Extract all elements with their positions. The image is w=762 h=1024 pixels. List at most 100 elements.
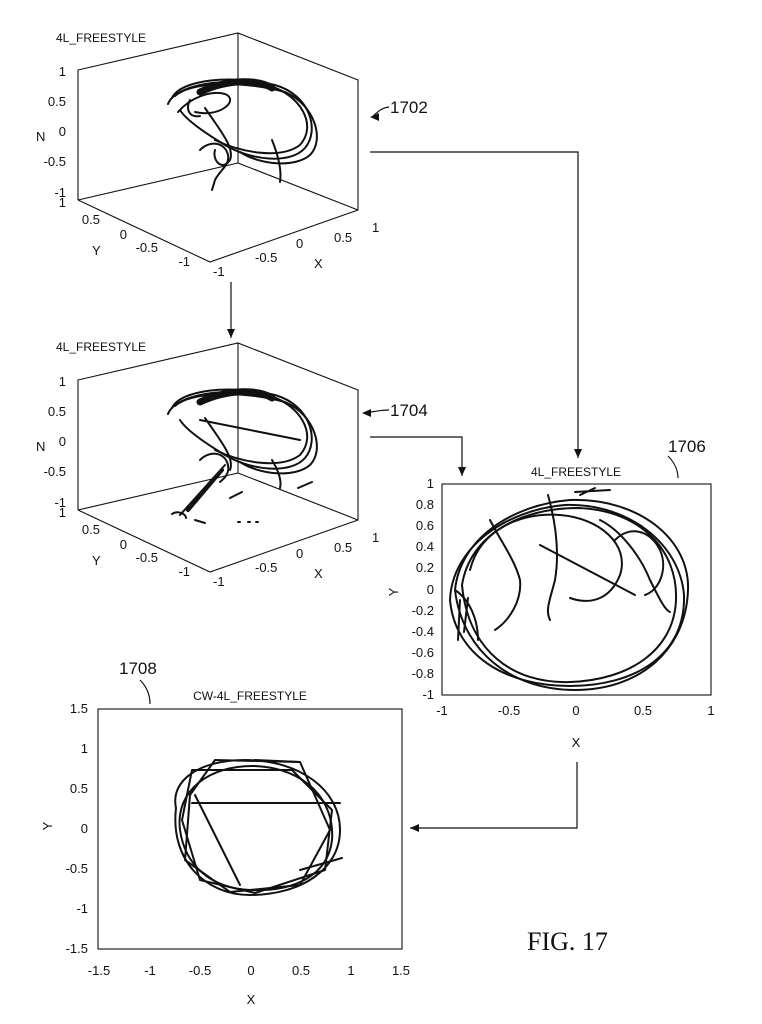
y-tick: 0.5 <box>82 522 100 537</box>
z-tick: -1 <box>54 185 66 200</box>
y-tick: 0.4 <box>416 539 434 554</box>
x-tick: 1.5 <box>392 963 410 978</box>
y-axis-label: Y <box>92 243 101 258</box>
x-tick: 0.5 <box>334 540 352 555</box>
arrowhead <box>362 409 371 417</box>
y-tick: -1 <box>178 564 190 579</box>
panel-1706-frame <box>441 483 712 696</box>
ref-1708-leader <box>139 679 151 705</box>
connector-1704-to-1706 <box>370 436 463 476</box>
ref-1708: 1708 <box>119 659 157 678</box>
y-tick: -0.8 <box>412 666 434 681</box>
panel-1706: 4L_FREESTYLE 1 0.8 0.6 0.4 0.2 0 -0.2 -0… <box>386 437 715 750</box>
ref-1706-leader <box>667 455 679 479</box>
panel-1704-trajectory <box>167 388 318 524</box>
y-tick: -1.5 <box>66 941 88 956</box>
z-tick: 1 <box>59 374 66 389</box>
connector-1702-to-1706 <box>370 151 579 458</box>
y-tick: 0 <box>81 821 88 836</box>
x-tick: -1 <box>436 703 448 718</box>
y-tick: -0.6 <box>412 645 434 660</box>
panel-1704-title: 4L_FREESTYLE <box>56 340 146 354</box>
panel-1702: 4L_FREESTYLE 1 0.5 0 -0.5 -1 N 1 0.5 0 -… <box>36 31 428 279</box>
x-tick: 1 <box>372 220 379 235</box>
z-tick: -0.5 <box>44 464 66 479</box>
arrowhead <box>227 329 235 338</box>
z-tick: 0 <box>59 434 66 449</box>
z-tick: 1 <box>59 64 66 79</box>
y-tick: -1 <box>422 687 434 702</box>
y-tick: 1 <box>427 476 434 491</box>
y-tick: 0.8 <box>416 497 434 512</box>
panel-1702-box <box>77 32 359 263</box>
y-tick: 0.2 <box>416 560 434 575</box>
z-tick: -0.5 <box>44 154 66 169</box>
z-tick: 0.5 <box>48 94 66 109</box>
ref-1704: 1704 <box>390 401 428 420</box>
panel-1706-trajectory <box>449 487 690 691</box>
x-tick: -0.5 <box>255 560 277 575</box>
x-tick: 0 <box>247 963 254 978</box>
y-tick: -0.4 <box>412 624 434 639</box>
x-tick: 0 <box>572 703 579 718</box>
panel-1708: CW-4L_FREESTYLE 1.5 1 0.5 0 -0.5 -1 -1.5… <box>40 659 410 1007</box>
x-tick: 1 <box>347 963 354 978</box>
y-tick: -1 <box>178 254 190 269</box>
x-axis-label: X <box>572 735 581 750</box>
arrowhead <box>458 467 466 476</box>
arrowhead <box>410 824 419 832</box>
y-axis-label: Y <box>92 553 101 568</box>
x-axis-label: X <box>314 256 323 271</box>
x-tick: 1 <box>372 530 379 545</box>
x-tick: -1.5 <box>88 963 110 978</box>
y-tick: -1 <box>76 901 88 916</box>
x-tick: -1 <box>213 574 225 589</box>
arrowhead <box>574 449 582 458</box>
panel-1708-frame <box>97 708 403 950</box>
z-tick: 0.5 <box>48 404 66 419</box>
z-axis-label: N <box>36 129 45 144</box>
y-tick: -0.2 <box>412 603 434 618</box>
y-axis-label: Y <box>40 821 55 830</box>
y-tick: -0.5 <box>136 240 158 255</box>
y-tick: -0.5 <box>66 861 88 876</box>
x-tick: 0 <box>296 236 303 251</box>
z-tick: -1 <box>54 495 66 510</box>
z-tick: 0 <box>59 124 66 139</box>
y-tick: 0 <box>120 227 127 242</box>
y-tick: 0 <box>120 537 127 552</box>
ref-1702: 1702 <box>390 98 428 117</box>
x-tick: 1 <box>707 703 714 718</box>
y-axis-label: Y <box>386 587 401 596</box>
x-axis-label: X <box>314 566 323 581</box>
x-tick: 0.5 <box>634 703 652 718</box>
panel-1708-trajectory <box>174 759 343 896</box>
y-tick: 1 <box>59 505 66 520</box>
y-tick: -0.5 <box>136 550 158 565</box>
figure-label: FIG. 17 <box>527 927 608 956</box>
panel-1704: 4L_FREESTYLE 1 0.5 0 -0.5 -1 N 1 0.5 0 -… <box>36 340 428 589</box>
ref-1706: 1706 <box>668 437 706 456</box>
x-axis-label: X <box>247 992 256 1007</box>
y-tick: 1 <box>81 741 88 756</box>
x-tick: -0.5 <box>255 250 277 265</box>
x-tick: -1 <box>144 963 156 978</box>
connectors <box>227 113 582 832</box>
y-tick: 0.5 <box>70 781 88 796</box>
y-tick: 0.5 <box>82 212 100 227</box>
z-axis-label: N <box>36 439 45 454</box>
x-tick: 0.5 <box>292 963 310 978</box>
y-tick: 0 <box>427 582 434 597</box>
panel-1704-box <box>77 342 359 573</box>
y-tick: 1.5 <box>70 701 88 716</box>
panel-1708-title: CW-4L_FREESTYLE <box>193 689 307 703</box>
connector-1706-to-1708 <box>410 762 578 829</box>
x-tick: -1 <box>213 264 225 279</box>
x-tick: -0.5 <box>498 703 520 718</box>
x-tick: -0.5 <box>189 963 211 978</box>
panel-1702-trajectory <box>167 78 318 191</box>
panel-1706-title: 4L_FREESTYLE <box>531 465 621 479</box>
y-tick: 1 <box>59 195 66 210</box>
panel-1702-title: 4L_FREESTYLE <box>56 31 146 45</box>
